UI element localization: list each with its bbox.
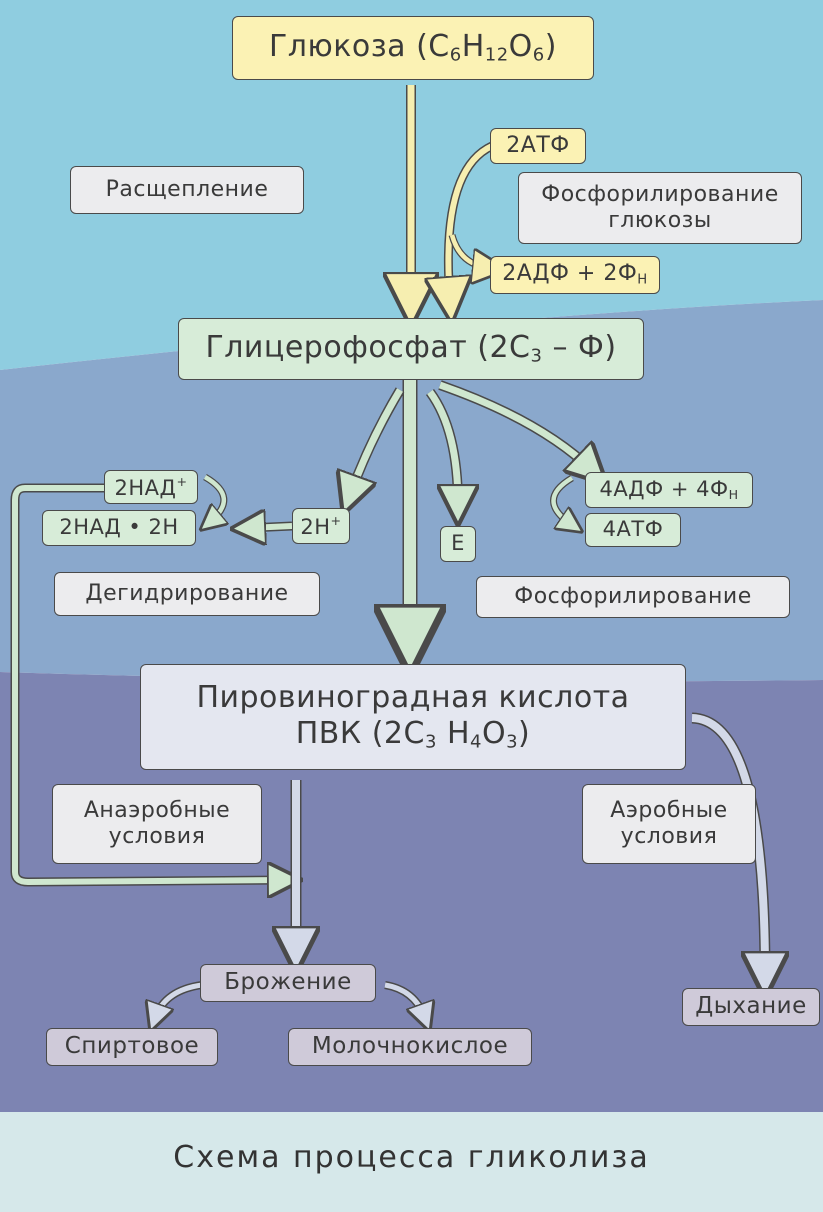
respiration-box: Дыхание — [682, 988, 820, 1026]
atp-in-box: 2АТФ — [490, 128, 586, 164]
splitting-label: Расщепление — [70, 166, 304, 214]
aerobic-label: Аэробные условия — [582, 784, 756, 864]
adp-out-formula: 2АДФ + 2ФН — [502, 261, 648, 288]
pvk-box: Пировиноградная кислота ПВК (2C3 H4O3) — [140, 664, 686, 770]
dehydrogenation-label: Дегидрирование — [54, 572, 320, 616]
adp4-box: 4АДФ + 4ФН — [585, 472, 753, 508]
band-bottom — [0, 672, 823, 1112]
h-plus-formula: 2Н+ — [300, 512, 342, 539]
glucose-box: Глюкоза (C6H12O6) — [232, 16, 594, 80]
adp4-formula: 4АДФ + 4ФН — [599, 477, 739, 503]
atp4-box: 4АТФ — [585, 513, 681, 547]
h-plus-box: 2Н+ — [292, 508, 350, 544]
nad-box: 2НАД+ — [104, 470, 198, 504]
nad-formula: 2НАД+ — [114, 473, 188, 500]
fermentation-box: Брожение — [200, 964, 376, 1002]
glycerophosphate-formula: Глицерофосфат (2C3 – Ф) — [205, 330, 617, 367]
phosphorylation-label: Фосфорилирование — [476, 576, 790, 618]
footer-band — [0, 1112, 823, 1212]
adp-out-box: 2АДФ + 2ФН — [490, 256, 660, 294]
lactic-box: Молочнокислое — [288, 1028, 532, 1066]
alcoholic-box: Спиртовое — [46, 1028, 218, 1066]
phosphorylation-glucose-label: Фосфорилирование глюкозы — [518, 172, 802, 244]
glucose-formula: Глюкоза (C6H12O6) — [269, 29, 557, 66]
energy-box: Е — [440, 526, 476, 562]
diagram-caption: Схема процесса гликолиза — [173, 1140, 650, 1175]
glycerophosphate-box: Глицерофосфат (2C3 – Ф) — [178, 318, 644, 380]
nad-h-box: 2НАД • 2Н — [42, 510, 196, 546]
anaerobic-label: Анаэробные условия — [52, 784, 262, 864]
pvk-formula: ПВК (2C3 H4O3) — [295, 716, 531, 753]
